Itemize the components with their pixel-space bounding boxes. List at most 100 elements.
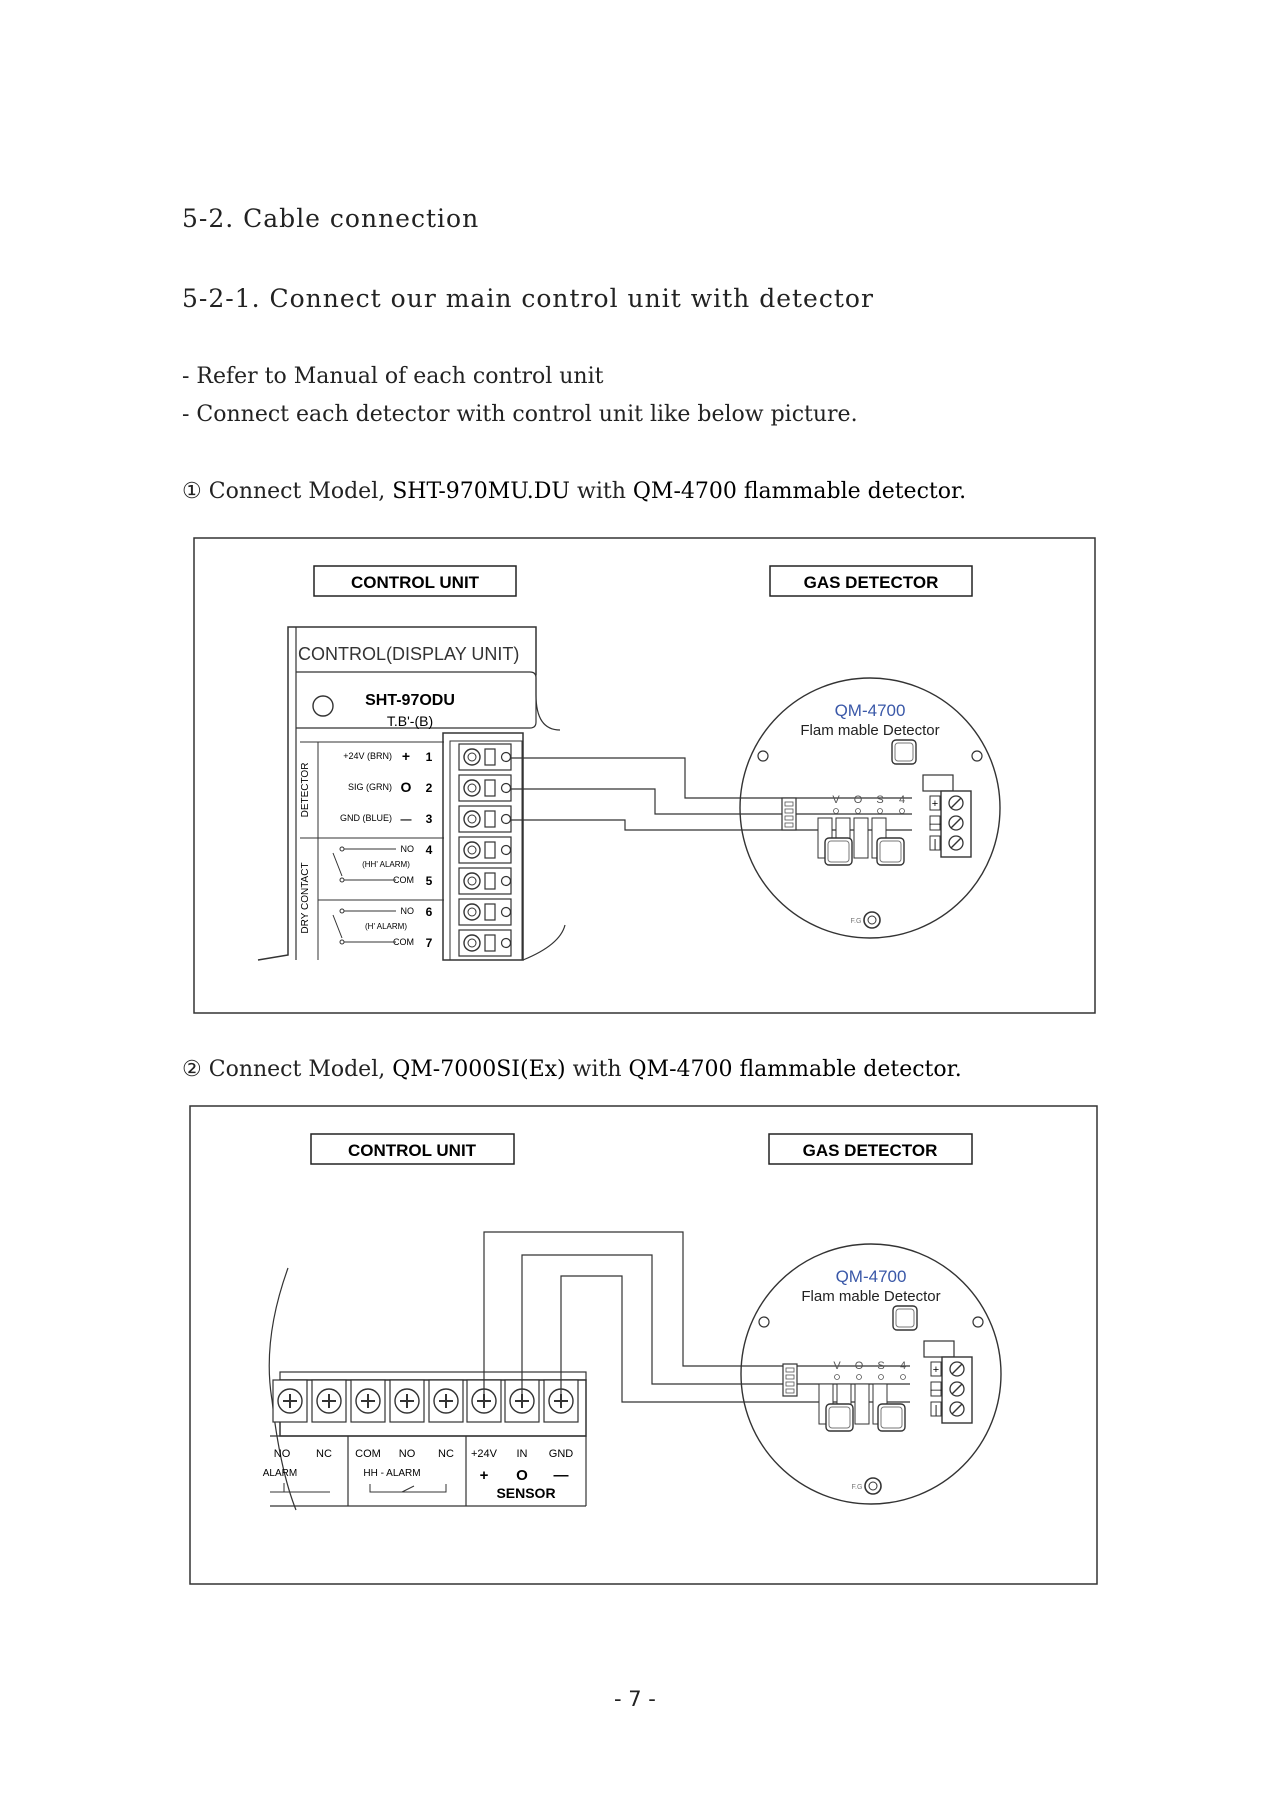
d2-terminal-sign-6: + xyxy=(480,1467,489,1484)
d1-det-fg-label: F.G xyxy=(851,918,862,925)
d1-det-mount-hole-left-icon xyxy=(757,750,769,762)
d2-gas-detector-label: GAS DETECTOR xyxy=(803,1141,938,1160)
d2-det-pin-S: S xyxy=(877,1360,884,1372)
d2-hh-alarm-label: HH - ALARM xyxy=(363,1468,420,1479)
d1-row5-label: COM xyxy=(393,875,414,885)
d2-det-pin-4: 4 xyxy=(900,1360,906,1372)
d2-det-button-top-icon xyxy=(892,1305,918,1331)
step2-mid: with xyxy=(572,1057,622,1082)
d2-det-desc: Flam mable Detector xyxy=(801,1288,940,1305)
subsection-title: 5-2-1. Connect our main control unit wit… xyxy=(182,284,874,313)
d1-panel-indicator-icon xyxy=(312,695,334,717)
d1-row2-label: SIG (GRN) xyxy=(348,782,392,792)
d2-terminal-5 xyxy=(428,1379,464,1423)
d2-terminal-label-1: NO xyxy=(274,1448,291,1460)
d1-terminal-2 xyxy=(458,774,512,802)
d1-row3-num: 3 xyxy=(426,812,433,826)
d1-det-pin-V: V xyxy=(832,794,840,806)
d2-det-terminal-sign-1: + xyxy=(933,1364,939,1376)
d1-row4-label: NO xyxy=(401,844,415,854)
d1-row2-num: 2 xyxy=(426,781,433,795)
d1-det-desc: Flam mable Detector xyxy=(800,722,939,739)
d2-terminal-label-5: NC xyxy=(438,1448,454,1460)
d1-control-unit-label: CONTROL UNIT xyxy=(351,573,480,592)
d2-det-model: QM-4700 xyxy=(836,1267,907,1286)
step1-lead: Connect Model, xyxy=(208,479,386,504)
d2-terminal-1 xyxy=(272,1379,308,1423)
d1-panel-tb: T.B'-(B) xyxy=(387,713,433,729)
d2-terminal-label-8: GND xyxy=(549,1448,574,1460)
step1-caption: ① Connect Model, SHT-970MU.DU with QM-47… xyxy=(182,479,966,504)
step1-model: SHT-970MU.DU xyxy=(392,479,570,504)
step1-number: ① xyxy=(182,479,202,504)
d2-sensor-label: SENSOR xyxy=(496,1485,555,1501)
d2-det-terminal-sign-3: | xyxy=(935,1404,938,1416)
d1-row2-sym: O xyxy=(401,779,412,795)
d1-relay-contacts-icon xyxy=(332,846,396,945)
d2-det-button-left-icon xyxy=(825,1403,854,1432)
d2-terminal-label-7: IN xyxy=(517,1448,528,1460)
d1-row3-label: GND (BLUE) xyxy=(340,813,392,823)
d1-det-terminal-sign-3: | xyxy=(934,838,937,850)
d2-det-terminal-sign-2: — xyxy=(931,1384,942,1396)
d2-alarm-label: ALARM xyxy=(263,1468,297,1479)
d1-det-terminal-sign-1: + xyxy=(932,798,938,810)
d2-terminal-strip xyxy=(270,1371,587,1507)
step2-caption: ② Connect Model, QM-7000SI(Ex) with QM-4… xyxy=(182,1057,962,1082)
diagram1-frame xyxy=(193,537,1096,1014)
d1-det-pin-O: O xyxy=(854,794,863,806)
d2-det-fg-screw-icon xyxy=(864,1477,882,1495)
d1-terminal-7 xyxy=(458,929,512,957)
d2-terminal-2 xyxy=(311,1379,347,1423)
d2-det-button-right-icon xyxy=(877,1403,906,1432)
step2-model: QM-7000SI(Ex) xyxy=(392,1057,566,1082)
step2-lead: Connect Model, xyxy=(208,1057,386,1082)
d1-det-button-right-icon xyxy=(876,837,905,866)
step1-detector: QM-4700 flammable detector. xyxy=(632,479,967,504)
d1-det-model: QM-4700 xyxy=(835,701,906,720)
d1-det-button-top-icon xyxy=(891,739,917,765)
d1-panel-model: SHT-97ODU xyxy=(365,692,455,709)
d2-terminal-label-2: NC xyxy=(316,1448,332,1460)
d1-det-pin-4: 4 xyxy=(899,794,905,806)
d2-det-connector-icon xyxy=(782,1363,798,1397)
d1-det-terminal-sign-2: — xyxy=(930,818,941,830)
d1-row5-num: 5 xyxy=(426,874,433,888)
d1-row7-label: COM xyxy=(393,937,414,947)
d2-terminal-8 xyxy=(543,1379,579,1423)
d1-row6-label: NO xyxy=(401,906,415,916)
d1-alarm-hh: (HH' ALARM) xyxy=(362,860,410,869)
d1-gas-detector-box xyxy=(769,565,973,597)
d2-terminal-sign-7: O xyxy=(516,1467,528,1484)
d2-control-unit-label: CONTROL UNIT xyxy=(348,1141,477,1160)
step2-detector: QM-4700 flammable detector. xyxy=(628,1057,962,1082)
d2-gas-detector-box xyxy=(768,1133,973,1165)
d1-group-detector: DETECTOR xyxy=(300,763,311,818)
step2-number: ② xyxy=(182,1057,202,1082)
d2-terminal-label-4: NO xyxy=(399,1448,416,1460)
d1-control-unit-box xyxy=(313,565,517,597)
d1-row4-num: 4 xyxy=(426,843,433,857)
d2-terminal-label-3: COM xyxy=(355,1448,381,1460)
d1-row6-num: 6 xyxy=(426,905,433,919)
d1-panel-title: CONTROL(DISPLAY UNIT) xyxy=(298,644,519,664)
page-number: - 7 - xyxy=(614,1687,656,1711)
d2-det-mount-hole-right-icon xyxy=(972,1316,984,1328)
d2-terminal-sign-8: — xyxy=(554,1467,569,1484)
d2-det-mount-hole-left-icon xyxy=(758,1316,770,1328)
d2-det-fg-label: F.G xyxy=(852,1484,863,1491)
d1-row1-num: 1 xyxy=(426,750,433,764)
d1-terminal-3 xyxy=(458,805,512,833)
d1-row1-sym: + xyxy=(402,748,410,764)
bullet-refer-manual: - Refer to Manual of each control unit xyxy=(182,364,604,389)
d1-row3-sym: — xyxy=(401,814,412,826)
d2-det-pin-V: V xyxy=(833,1360,841,1372)
d1-det-fg-screw-icon xyxy=(863,911,881,929)
d1-terminal-1 xyxy=(458,743,512,771)
d2-terminal-label-6: +24V xyxy=(471,1448,498,1460)
d2-terminal-4 xyxy=(389,1379,425,1423)
